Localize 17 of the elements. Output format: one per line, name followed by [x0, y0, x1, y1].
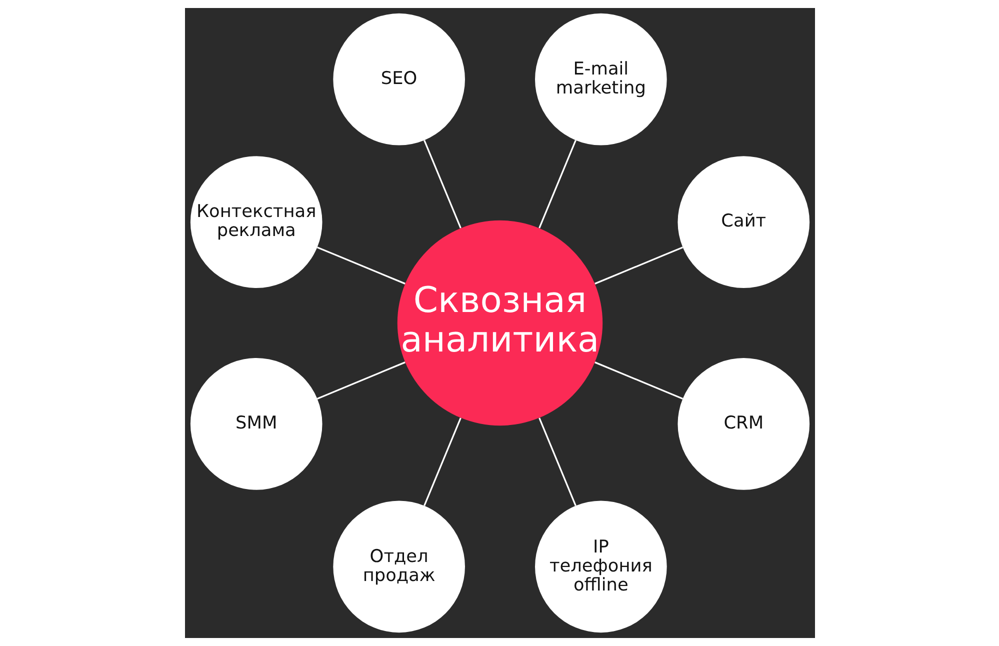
- connector: [316, 246, 405, 284]
- connector: [316, 362, 405, 400]
- connector: [538, 140, 576, 228]
- node-circle: CRM: [677, 358, 810, 490]
- node-circle: Сквозная аналитика: [396, 220, 602, 426]
- node-circle: Отдел продаж: [332, 500, 464, 633]
- node-circle: SEO: [332, 13, 464, 146]
- node-circle: E-mail marketing: [534, 13, 666, 146]
- connector: [594, 362, 683, 400]
- connector: [423, 140, 461, 228]
- connector: [594, 246, 683, 284]
- node-circle: IP телефония offline: [534, 500, 666, 633]
- connector: [423, 418, 461, 506]
- connector: [538, 418, 576, 506]
- node-circle: Контекстная реклама: [190, 156, 322, 288]
- node-circle: SMM: [190, 358, 322, 490]
- node-circle: Сайт: [677, 156, 810, 288]
